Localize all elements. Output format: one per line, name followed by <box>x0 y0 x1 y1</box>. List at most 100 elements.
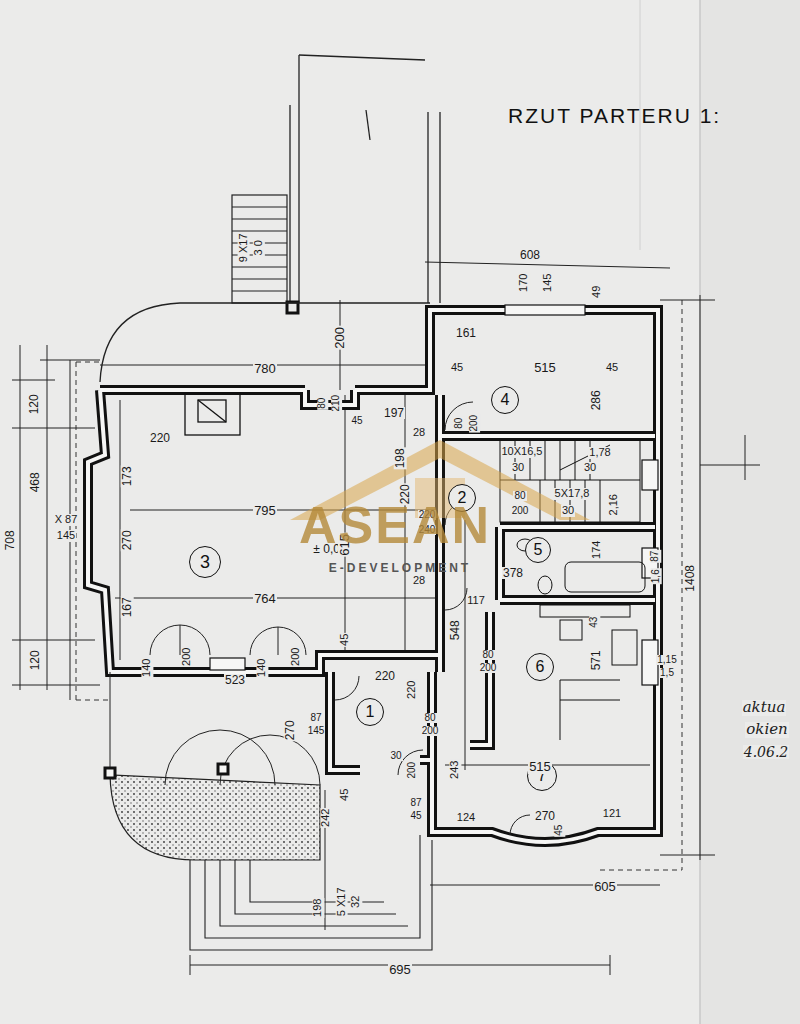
dimension-text: 220 <box>406 680 418 700</box>
dimension-text: 2,16 <box>608 493 620 516</box>
dimension-text: 145 <box>542 273 554 293</box>
dimension-text: 80 <box>513 491 526 502</box>
room-number: 6 <box>536 659 545 675</box>
dimension-text: 1408 <box>684 564 697 593</box>
dimension-text: 30 <box>511 462 525 474</box>
windows <box>210 305 658 685</box>
room-number: 5 <box>534 542 543 558</box>
dimension-text: 45 <box>450 362 464 374</box>
dashed-outline <box>76 300 682 870</box>
paper-fold <box>700 0 800 1024</box>
dimension-text: 286 <box>590 389 603 411</box>
dimension-text: 3 0 <box>253 239 265 256</box>
dimension-text: 80 <box>318 396 329 409</box>
dimension-text: 515 <box>528 760 552 774</box>
dimension-text: 167 <box>121 596 134 618</box>
dimension-text: 220 <box>374 670 396 683</box>
dimension-text: 605 <box>593 880 617 894</box>
dimension-text: 28 <box>412 427 426 439</box>
pergola <box>290 55 440 303</box>
dimension-text: 200 <box>290 647 302 667</box>
dimension-text: 80 <box>423 713 436 724</box>
room-number-circle: 4 <box>491 386 519 414</box>
dimension-text: 198 <box>312 898 324 918</box>
dimension-text: 571 <box>590 649 603 671</box>
dimension-text: 795 <box>253 504 277 518</box>
handwritten-note: aktua <box>742 700 787 716</box>
dimension-text: 120 <box>28 393 41 415</box>
dimension-text: 87 <box>309 713 322 724</box>
dimension-text: 515 <box>533 361 557 375</box>
dimension-text: 30 <box>583 462 597 474</box>
dimension-text: 523 <box>224 674 246 687</box>
dimension-text: 45 <box>350 416 363 427</box>
dimension-text: 5X17,8 <box>554 488 591 500</box>
dimension-text: 121 <box>602 808 622 820</box>
fold-line <box>699 0 701 1024</box>
room-number-circle: 3 <box>189 546 221 578</box>
dimension-text: 270 <box>121 529 134 551</box>
dimension-text: 1,78 <box>588 447 611 459</box>
dimension-text: 174 <box>591 540 603 560</box>
terrace-paving <box>110 775 320 860</box>
dimension-text: 695 <box>388 963 412 977</box>
dimension-text: 145 <box>307 726 326 737</box>
dimension-text: 1,6 <box>651 568 662 584</box>
room-number: 1 <box>366 704 375 720</box>
dimension-text: 378 <box>502 567 524 580</box>
dimension-text: 45 <box>555 823 566 836</box>
dimension-text: 9 X17 <box>237 233 249 264</box>
terrace-outline <box>110 672 320 785</box>
dimension-text: 197 <box>383 407 405 420</box>
dimension-text: 170 <box>518 273 530 293</box>
dimension-text: X 87 <box>54 514 79 526</box>
room-number: 4 <box>501 392 510 408</box>
dimension-text: 80 <box>455 416 466 429</box>
dimension-text: 145 <box>56 530 76 542</box>
dimension-text: 764 <box>253 592 277 606</box>
dimension-text: 1,5 <box>659 668 675 679</box>
stairs <box>500 440 640 522</box>
dimension-text: 5 X17 <box>335 887 347 918</box>
columns <box>105 764 228 778</box>
dimension-text: 242 <box>320 808 332 828</box>
fixtures <box>517 539 645 740</box>
dimension-text: 30 <box>389 751 402 762</box>
dimension-text: 220 <box>149 432 171 445</box>
dimension-text: 1,15 <box>656 655 677 666</box>
dimension-text: 708 <box>4 529 17 551</box>
dimension-text: 45 <box>339 788 351 802</box>
dimension-text: 28 <box>412 575 426 587</box>
dimension-text: 140 <box>141 658 153 678</box>
dimension-text: 120 <box>29 649 42 671</box>
terrace-outline <box>100 303 430 382</box>
dimension-text: 87 <box>651 549 662 562</box>
dimension-text: 124 <box>456 812 476 824</box>
dimension-lines <box>12 262 760 975</box>
watermark: E-DEVELOPMENT <box>328 562 472 575</box>
dimension-text: 32 <box>350 895 362 909</box>
dimension-text: 173 <box>121 465 134 487</box>
room-number-circle: 1 <box>356 698 384 726</box>
stairs <box>232 195 287 303</box>
room-number-circle: 6 <box>526 653 554 681</box>
handwritten-note: 4.06.2 <box>743 745 790 760</box>
dimension-text: 45 <box>339 633 351 647</box>
dimension-text: 468 <box>29 471 42 493</box>
dimension-text: 80 <box>481 650 494 661</box>
handwritten-note: okien <box>745 722 788 738</box>
room-number-circle: 5 <box>525 537 551 563</box>
dimension-text: 200 <box>511 506 530 517</box>
watermark: ASEAN <box>298 498 492 553</box>
room-number: 3 <box>200 553 210 571</box>
dimension-text: 243 <box>449 760 461 780</box>
walls <box>88 310 658 842</box>
front-stairs <box>190 835 432 950</box>
fireplace <box>185 393 240 435</box>
dimension-text: 30 <box>561 505 575 517</box>
dimension-text: 548 <box>449 619 462 641</box>
dimension-text: 608 <box>519 249 541 262</box>
dimension-text: 49 <box>591 285 603 299</box>
dimension-text: 140 <box>256 658 268 678</box>
dimension-text: 43 <box>590 615 601 628</box>
